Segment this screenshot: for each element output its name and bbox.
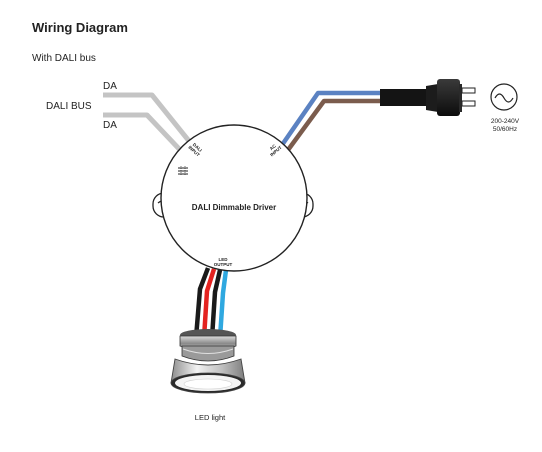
dali-label-top: DA [103,81,117,92]
ac-source-icon [490,83,518,111]
dali-bus-label: DALI BUS [46,101,92,112]
dali-driver: DALI Dimmable Driver DALI INPUT AC INPUT… [152,124,314,272]
led-wire-red [201,268,217,339]
ac-input-wires [280,90,382,152]
ac-frequency: 50/60Hz [493,126,517,133]
plug-prong-top [461,87,476,94]
led-wire-black-2 [209,269,223,339]
diagram-subtitle: With DALI bus [32,53,96,64]
diagram-title: Wiring Diagram [32,20,128,35]
svg-text:LED: LED [219,257,229,262]
led-light [170,329,246,394]
plug-prong-bottom [461,100,476,107]
dali-wire-top [103,92,195,148]
led-output-port-label: LED OUTPUT [214,257,233,267]
ac-wire-neutral [286,98,382,152]
led-output-wires [193,267,229,339]
dali-symbol-icon [178,166,188,176]
dali-wire-bottom [103,112,184,154]
led-wire-black [193,267,211,339]
power-plug [380,79,476,116]
driver-name: DALI Dimmable Driver [192,203,276,212]
svg-text:DALI: DALI [192,142,203,153]
svg-text:OUTPUT: OUTPUT [214,262,233,267]
dali-label-bottom: DA [103,120,117,131]
ac-voltage: 200-240V [491,118,520,125]
led-wire-blue [217,269,229,339]
driver-housing [160,124,308,272]
ac-wire-live [280,90,382,147]
dali-bus-wires [103,92,195,154]
led-light-label: LED light [195,413,226,422]
svg-text:AC: AC [269,143,278,151]
plug-head [437,79,460,116]
